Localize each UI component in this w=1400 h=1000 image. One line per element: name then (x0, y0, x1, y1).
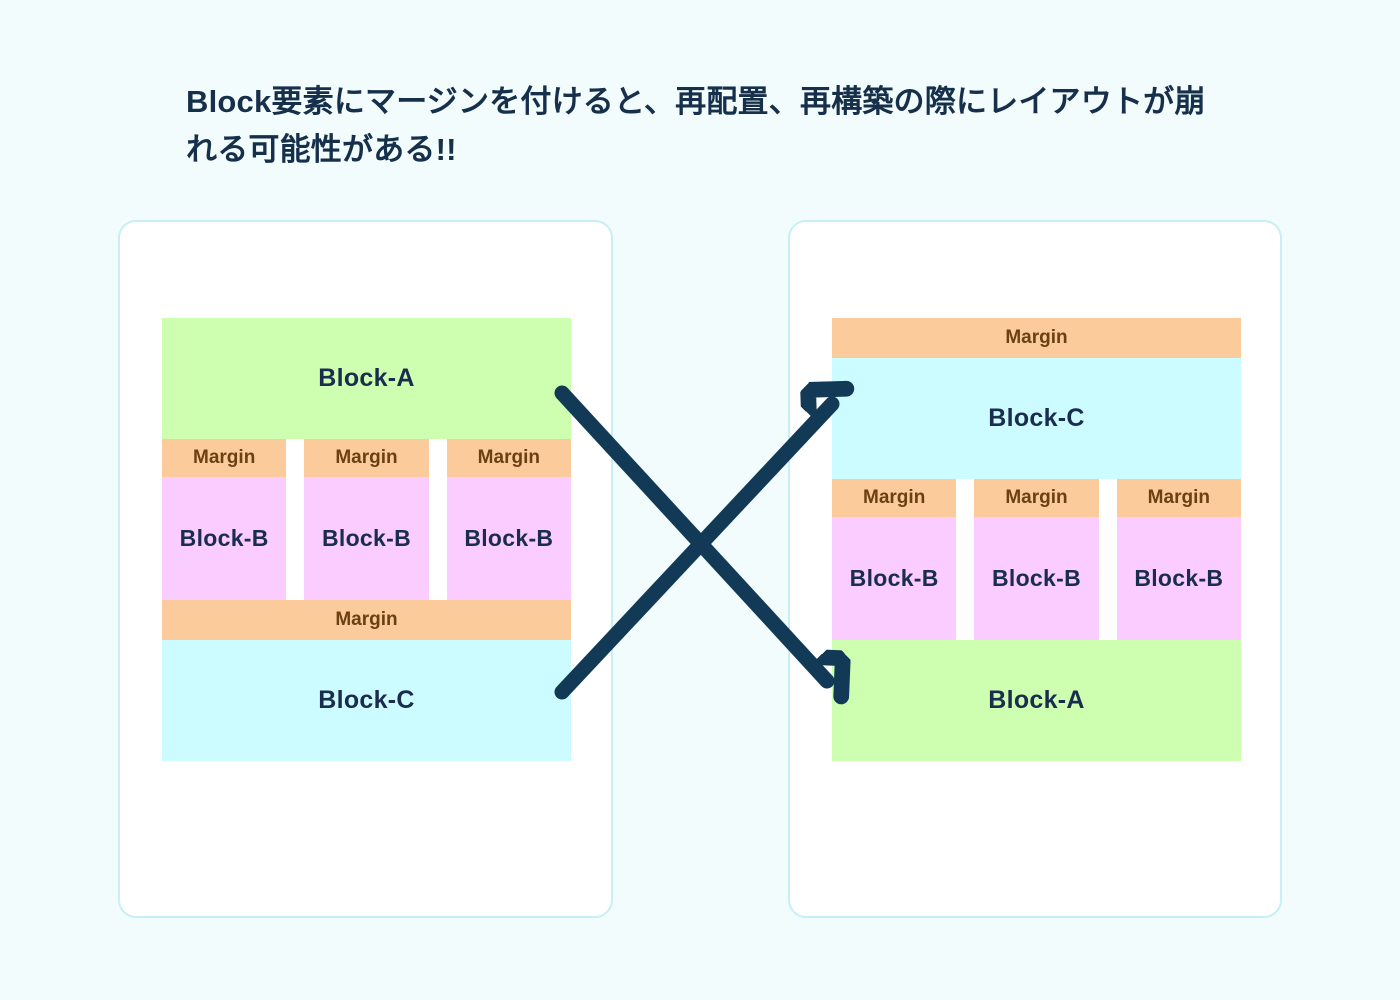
block-b-column-3: Margin Block-B (1116, 479, 1241, 640)
margin-bar-full: Margin (162, 600, 571, 640)
block-b-column-1: Margin Block-B (162, 439, 287, 600)
block-b-label: Block-B (179, 525, 269, 551)
block-c-label: Block-C (318, 686, 415, 714)
margin-label: Margin (335, 609, 398, 630)
page-title: Block要素にマージンを付けると、再配置、再構築の際にレイアウトが崩れる可能性… (186, 84, 1206, 168)
block-b-row: Margin Block-B Margin Block-B Margin (832, 479, 1241, 640)
margin-bar: Margin (832, 479, 957, 517)
block-b: Block-B (832, 517, 957, 640)
original-layout-panel: Block-A Margin Block-B Margin Block-B (118, 220, 613, 918)
block-b-column-3: Margin Block-B (446, 439, 571, 600)
margin-bar: Margin (162, 439, 287, 477)
block-c-label: Block-C (988, 404, 1085, 432)
block-b-label: Block-B (321, 525, 411, 551)
margin-bar: Margin (446, 439, 571, 477)
block-a-label: Block-A (988, 686, 1085, 714)
rearranged-layout-stack: Margin Block-C Margin Block-B Margin Blo… (832, 318, 1241, 761)
margin-label: Margin (1005, 487, 1068, 508)
margin-bar: Margin (974, 479, 1099, 517)
margin-label: Margin (1005, 327, 1068, 348)
margin-bar-full: Margin (832, 318, 1241, 358)
original-layout-stack: Block-A Margin Block-B Margin Block-B (162, 318, 571, 761)
block-c: Block-C (162, 640, 571, 761)
rearranged-layout-panel: Margin Block-C Margin Block-B Margin Blo… (788, 220, 1282, 918)
block-b: Block-B (1116, 517, 1241, 640)
block-b: Block-B (446, 477, 571, 600)
block-b-label: Block-B (1134, 565, 1224, 591)
block-b-column-2: Margin Block-B (974, 479, 1099, 640)
margin-label: Margin (863, 487, 926, 508)
block-b-label: Block-B (464, 525, 554, 551)
margin-label: Margin (335, 447, 398, 468)
block-b-label: Block-B (991, 565, 1081, 591)
margin-label: Margin (477, 447, 540, 468)
block-b-column-2: Margin Block-B (304, 439, 429, 600)
margin-label: Margin (193, 447, 256, 468)
block-b-column-1: Margin Block-B (832, 479, 957, 640)
margin-bar: Margin (304, 439, 429, 477)
margin-label: Margin (1147, 487, 1210, 508)
block-a: Block-A (162, 318, 571, 439)
block-a: Block-A (832, 640, 1241, 761)
block-b-label: Block-B (849, 565, 939, 591)
block-a-label: Block-A (318, 364, 415, 392)
block-b-row: Margin Block-B Margin Block-B Margin (162, 439, 571, 600)
margin-bar: Margin (1116, 479, 1241, 517)
block-b: Block-B (974, 517, 1099, 640)
block-b: Block-B (162, 477, 287, 600)
block-b: Block-B (304, 477, 429, 600)
block-c: Block-C (832, 358, 1241, 479)
